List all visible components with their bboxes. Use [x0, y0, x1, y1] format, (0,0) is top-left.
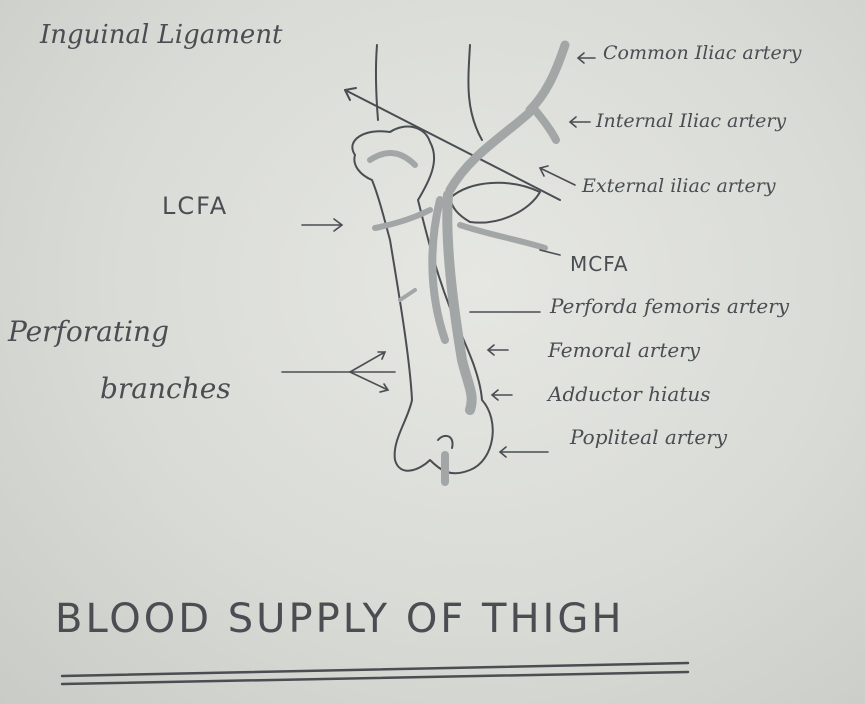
label-common-iliac-artery: Common Iliac artery	[603, 42, 802, 64]
perforating-arrow-2	[350, 352, 385, 372]
label-mcfa: MCFA	[570, 252, 629, 276]
trunk-right-line	[468, 45, 482, 140]
femur-outline	[352, 127, 492, 474]
label-femoral-artery: Femoral artery	[548, 338, 700, 362]
perforating-arrow-3	[350, 372, 388, 392]
femoral-head-vessel	[370, 153, 415, 165]
femoral-arrow	[488, 345, 508, 355]
common-iliac-arrow	[578, 53, 595, 63]
label-branches: branches	[100, 372, 231, 405]
label-perforating: Perforating	[8, 315, 169, 348]
internal-iliac-arrow	[570, 117, 590, 127]
femur-condyle-notch	[438, 436, 453, 448]
label-internal-iliac-artery: Internal Iliac artery	[596, 110, 786, 132]
adductor-arrow	[492, 390, 512, 400]
external-iliac-arrow	[540, 166, 575, 185]
label-lcfa: LCFA	[162, 192, 228, 220]
perforating-vessel	[400, 290, 415, 300]
mcfa-arrow	[540, 250, 560, 255]
mcfa-shape	[460, 225, 545, 248]
label-perforda-femoris: Perforda femoris artery	[550, 294, 789, 318]
common-iliac-artery-shape	[530, 45, 565, 110]
popliteal-arrow	[500, 447, 548, 457]
label-external-iliac-artery: External iliac artery	[582, 175, 776, 197]
internal-iliac-artery-shape	[535, 110, 556, 140]
label-inguinal-ligament: Inguinal Ligament	[40, 20, 283, 50]
pubic-bone	[450, 183, 540, 223]
diagram-title: BLOOD SUPPLY OF THIGH	[55, 596, 624, 642]
label-adductor-hiatus: Adductor hiatus	[548, 382, 711, 406]
trunk-left-line	[376, 45, 378, 120]
label-popliteal-artery: Popliteal artery	[570, 425, 727, 449]
lcfa-arrow	[302, 219, 342, 231]
